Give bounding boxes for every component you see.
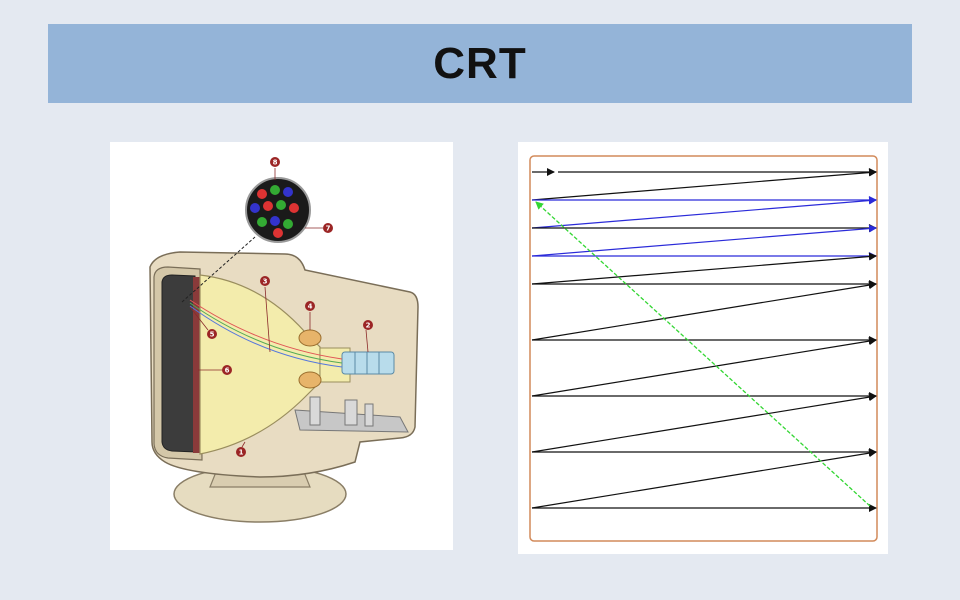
retrace-line-2 — [531, 196, 877, 229]
electron-gun — [341, 351, 395, 375]
scan-lines — [531, 168, 877, 512]
deflection-coil-top — [298, 329, 322, 347]
phosphor-dots — [250, 185, 299, 238]
callout-2: 2 — [363, 320, 373, 353]
retrace-line-8 — [531, 449, 877, 509]
callout-6: 6 — [198, 365, 232, 375]
svg-text:2: 2 — [366, 322, 371, 330]
title-bar: CRT — [48, 24, 912, 103]
screen-frame — [529, 155, 878, 542]
svg-text:7: 7 — [326, 225, 331, 233]
svg-text:5: 5 — [210, 331, 215, 339]
svg-text:8: 8 — [273, 159, 278, 167]
retrace-line-4 — [531, 252, 877, 285]
svg-text:6: 6 — [225, 367, 230, 375]
zoom-leader-line — [181, 236, 256, 303]
callout-7: 7 — [305, 223, 333, 233]
shadow-mask-layer — [193, 277, 200, 453]
svg-text:1: 1 — [239, 449, 244, 457]
callout-4: 4 — [305, 301, 315, 330]
monitor-screen — [161, 274, 197, 453]
svg-text:3: 3 — [263, 278, 268, 286]
vertical-retrace-line — [535, 201, 871, 507]
callout-8: 8 — [270, 157, 280, 180]
deflection-coil-bottom — [298, 371, 322, 389]
retrace-line-5 — [531, 281, 877, 341]
raster-scan-diagram — [529, 155, 878, 542]
callout-1: 1 — [236, 441, 246, 457]
slide-title: CRT — [433, 38, 527, 88]
svg-text:4: 4 — [308, 303, 313, 311]
crt-diagram-panel: 1 2 3 4 5 6 7 — [110, 142, 453, 550]
raster-scan-panel — [518, 142, 888, 554]
retrace-line-1 — [531, 168, 877, 201]
callout-3: 3 — [260, 276, 271, 353]
retrace-line-6 — [531, 337, 877, 397]
callout-5: 5 — [189, 306, 217, 339]
retrace-line-7 — [531, 393, 877, 453]
crt-cutaway-illustration: 1 2 3 4 5 6 7 — [149, 157, 419, 523]
